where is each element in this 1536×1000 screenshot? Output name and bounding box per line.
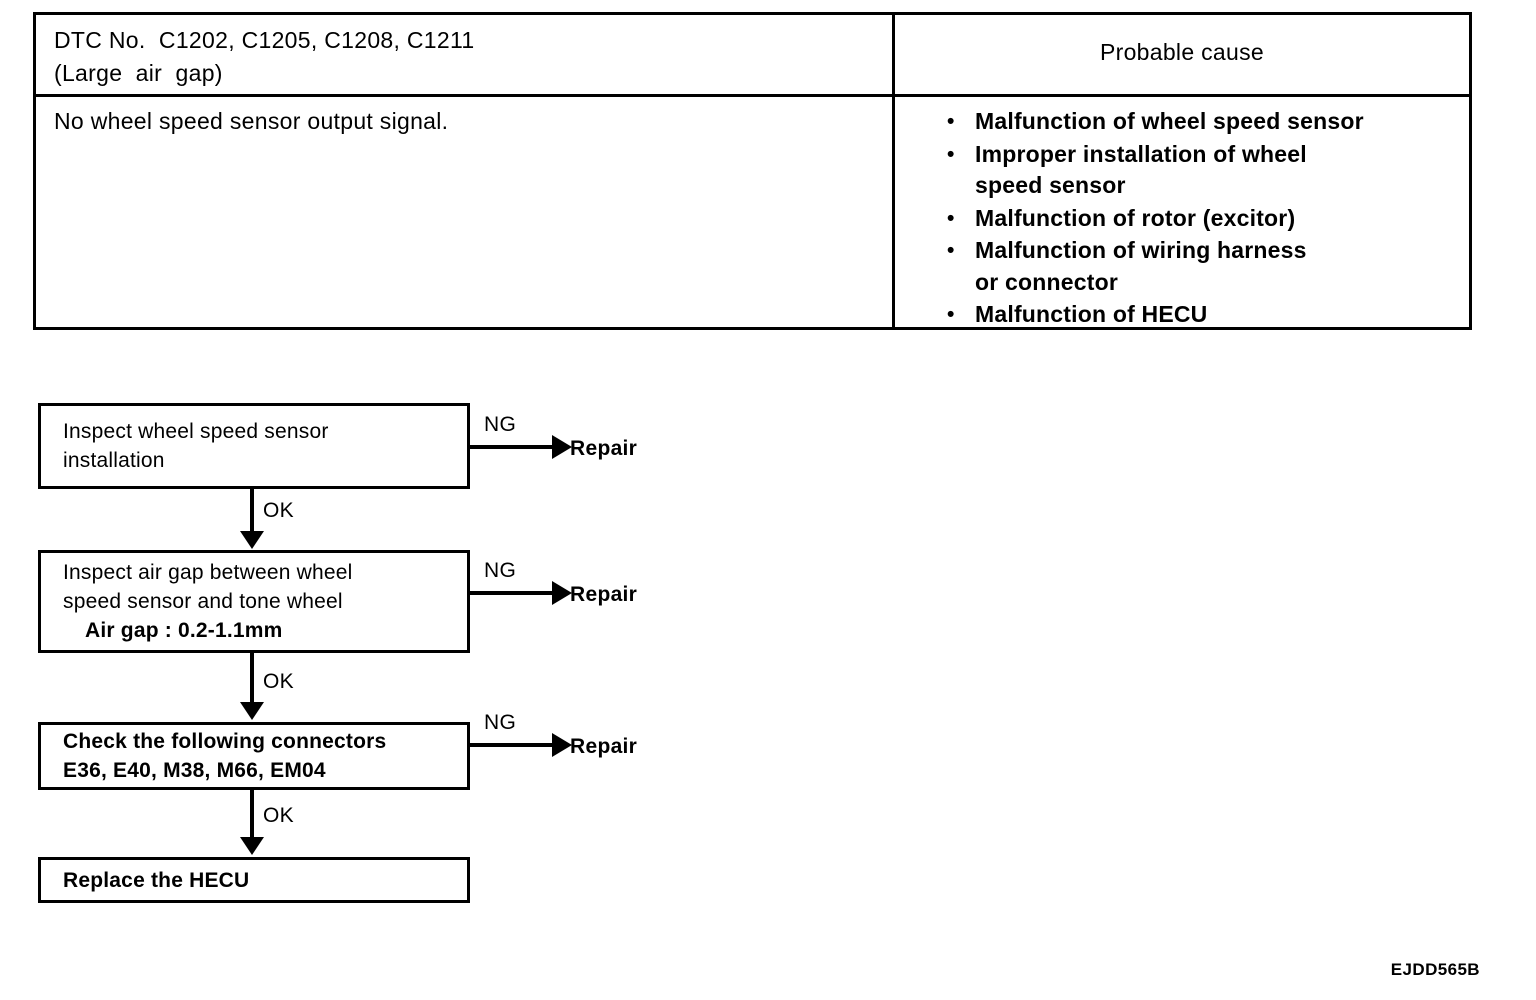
connector-line-horizontal bbox=[468, 743, 554, 747]
flow-step-text-line: installation bbox=[63, 449, 165, 472]
connector-line-vertical bbox=[250, 790, 254, 839]
dtc-number-line-2: (Large air gap) bbox=[54, 60, 223, 86]
table-header-row: DTC No. C1202, C1205, C1208, C1211 (Larg… bbox=[36, 15, 1469, 94]
cause-text-line-1: Malfunction of HECU bbox=[975, 301, 1208, 327]
probable-cause-title: Probable cause bbox=[1099, 39, 1265, 65]
list-item: • Malfunction of HECU bbox=[947, 299, 1469, 331]
probable-cause-list: • Malfunction of wheel speed sensor • Im… bbox=[895, 106, 1469, 331]
connector-line-vertical bbox=[250, 489, 254, 533]
arrow-right-icon bbox=[552, 435, 572, 459]
arrow-right-icon bbox=[552, 581, 572, 605]
connector-line-horizontal bbox=[468, 591, 554, 595]
branch-label-ng: NG bbox=[484, 711, 517, 734]
branch-label-ng: NG bbox=[484, 413, 517, 436]
fault-description-text: No wheel speed sensor output signal. bbox=[54, 108, 449, 134]
bullet-icon: • bbox=[947, 239, 955, 262]
cause-text-line-1: Malfunction of wheel speed sensor bbox=[975, 108, 1364, 134]
dtc-number-line-1: DTC No. C1202, C1205, C1208, C1211 bbox=[54, 27, 475, 53]
branch-target-repair: Repair bbox=[570, 735, 638, 758]
flow-step-text-line: Inspect wheel speed sensor bbox=[63, 420, 329, 443]
cause-text-line-1: Improper installation of wheel bbox=[975, 140, 1307, 167]
cause-text-line-1: Malfunction of wiring harness bbox=[975, 237, 1307, 263]
probable-cause-list-cell: • Malfunction of wheel speed sensor • Im… bbox=[895, 97, 1469, 327]
list-item: • Improper installation of wheel speed s… bbox=[947, 139, 1469, 202]
bullet-icon: • bbox=[947, 142, 955, 166]
table-body-row: No wheel speed sensor output signal. • M… bbox=[36, 94, 1469, 327]
fault-description-cell: No wheel speed sensor output signal. bbox=[36, 97, 895, 327]
dtc-table: DTC No. C1202, C1205, C1208, C1211 (Larg… bbox=[33, 12, 1472, 330]
cause-text-line-1: Malfunction of rotor (excitor) bbox=[975, 204, 1296, 231]
connector-label-ok: OK bbox=[263, 804, 294, 827]
probable-cause-header-cell: Probable cause bbox=[895, 15, 1469, 94]
branch-target-repair: Repair bbox=[570, 437, 638, 460]
dtc-number-cell: DTC No. C1202, C1205, C1208, C1211 (Larg… bbox=[36, 15, 895, 94]
flow-step-text-line: Check the following connectors bbox=[63, 730, 387, 753]
arrow-down-icon bbox=[240, 531, 264, 549]
list-item: • Malfunction of wiring harness or conne… bbox=[947, 235, 1469, 298]
flow-step-inspect-air-gap: Inspect air gap between wheel speed sens… bbox=[38, 550, 470, 653]
cause-text-line-2: or connector bbox=[975, 268, 1118, 295]
flow-step-connector-list: E36, E40, M38, M66, EM04 bbox=[63, 759, 326, 782]
connector-label-ok: OK bbox=[263, 499, 294, 522]
cause-text-line-2: speed sensor bbox=[975, 172, 1126, 198]
list-item: • Malfunction of rotor (excitor) bbox=[947, 203, 1469, 235]
bullet-icon: • bbox=[947, 303, 955, 326]
connector-label-ok: OK bbox=[263, 670, 294, 693]
arrow-right-icon bbox=[552, 733, 572, 757]
flow-step-inspect-sensor-installation: Inspect wheel speed sensor installation bbox=[38, 403, 470, 489]
flow-step-check-connectors: Check the following connectors E36, E40,… bbox=[38, 722, 470, 790]
bullet-icon: • bbox=[947, 110, 955, 133]
branch-target-repair: Repair bbox=[570, 583, 638, 606]
flow-step-text-line: Inspect air gap between wheel bbox=[63, 561, 353, 584]
flow-step-spec-value: Air gap : 0.2-1.1mm bbox=[85, 619, 283, 642]
connector-line-horizontal bbox=[468, 445, 554, 449]
flow-step-replace-hecu: Replace the HECU bbox=[38, 857, 470, 903]
list-item: • Malfunction of wheel speed sensor bbox=[947, 106, 1469, 138]
flow-step-text-line: Replace the HECU bbox=[63, 868, 250, 892]
arrow-down-icon bbox=[240, 837, 264, 855]
branch-label-ng: NG bbox=[484, 559, 517, 582]
connector-line-vertical bbox=[250, 653, 254, 704]
arrow-down-icon bbox=[240, 702, 264, 720]
flow-step-text-line: speed sensor and tone wheel bbox=[63, 590, 343, 613]
bullet-icon: • bbox=[947, 206, 955, 230]
figure-code: EJDD565B bbox=[1390, 960, 1480, 979]
